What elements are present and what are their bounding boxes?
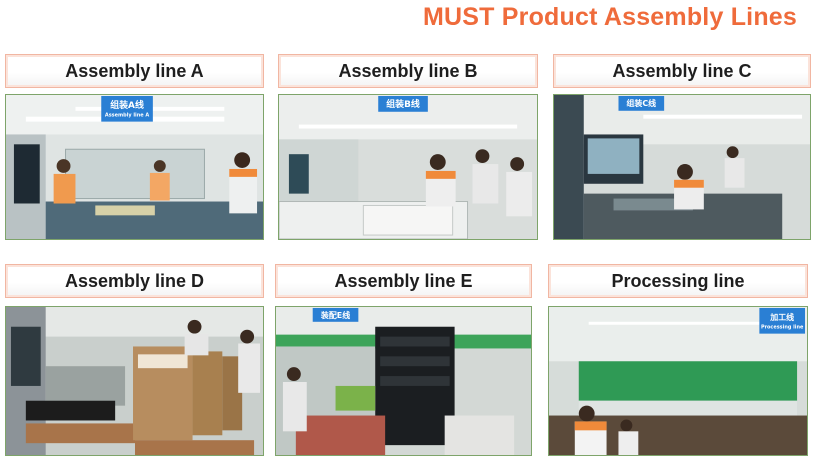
card-label: Assembly line D bbox=[5, 264, 264, 298]
line-sign-en: Assembly line A bbox=[105, 113, 149, 119]
assembly-line-d-card: Assembly line D bbox=[5, 264, 264, 456]
assembly-line-c-photo: 组装C线 bbox=[553, 94, 811, 240]
line-sign-cn: 组装A线 bbox=[110, 99, 144, 111]
assembly-line-b-photo: 组装B线 bbox=[278, 94, 538, 240]
line-sign-cn: 组装C线 bbox=[627, 98, 657, 108]
card-label: Processing line bbox=[548, 264, 808, 298]
card-label: Assembly line E bbox=[275, 264, 532, 298]
line-sign-cn: 装配E线 bbox=[320, 310, 350, 320]
assembly-line-b-card: Assembly line B 组装B线 bbox=[278, 54, 538, 240]
line-sign-cn: 组装B线 bbox=[386, 98, 420, 110]
page-title: MUST Product Assembly Lines bbox=[423, 3, 797, 31]
line-sign-cn: 加工线 bbox=[769, 312, 794, 322]
card-label: Assembly line B bbox=[278, 54, 538, 88]
assembly-line-a-card: Assembly line A 组装A线 Assembly line A bbox=[5, 54, 264, 240]
assembly-line-d-photo bbox=[5, 306, 264, 456]
processing-line-photo: 加工线 Processing line bbox=[548, 306, 808, 456]
assembly-line-c-card: Assembly line C 组装C线 bbox=[553, 54, 811, 240]
line-sign-en: Processing line bbox=[761, 325, 804, 331]
assembly-line-e-photo: 装配E线 bbox=[275, 306, 532, 456]
assembly-line-e-card: Assembly line E 装配E线 bbox=[275, 264, 532, 456]
card-label: Assembly line C bbox=[553, 54, 811, 88]
processing-line-card: Processing line 加工线 Processing line bbox=[548, 264, 808, 456]
card-label: Assembly line A bbox=[5, 54, 264, 88]
assembly-line-a-photo: 组装A线 Assembly line A bbox=[5, 94, 264, 240]
